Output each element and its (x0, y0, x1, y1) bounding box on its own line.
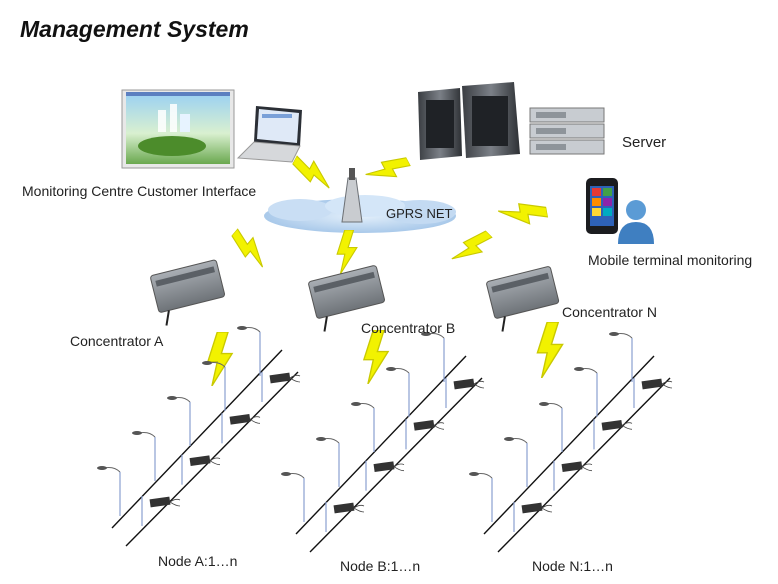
wireless-signal-icon (448, 224, 496, 272)
wireless-signal-icon (288, 152, 338, 192)
node-controller-icon (633, 378, 673, 408)
node-controller-icon (365, 460, 405, 491)
street-light-icon (469, 472, 493, 522)
concentrator-n-label: Concentrator N (562, 304, 657, 320)
node-controller-icon (445, 378, 485, 408)
street-light-icon (386, 367, 410, 417)
network-label: GPRS NET (386, 206, 453, 221)
street-light-icon (97, 466, 121, 516)
page-title: Management System (20, 16, 249, 42)
street-light-icon (539, 402, 563, 452)
monitoring-screen-icon (121, 89, 235, 169)
street-light-icon (237, 326, 261, 376)
street-light-icon (574, 367, 598, 417)
mobile-monitoring-label: Mobile terminal monitoring (588, 252, 753, 268)
wireless-signal-icon (207, 332, 233, 386)
antenna-tower-icon (341, 168, 363, 223)
street-light-grid-b (281, 332, 485, 553)
wireless-signal-icon (363, 150, 413, 190)
street-light-icon (504, 437, 528, 487)
node-controller-icon (141, 496, 181, 526)
wireless-signal-icon (497, 198, 549, 230)
concentrator-b-label: Concentrator B (361, 320, 456, 336)
node-controller-icon (181, 454, 221, 485)
street-light-icon (609, 332, 633, 382)
smartphone-icon (586, 178, 618, 234)
street-light-grid-a (97, 326, 301, 547)
node-n-label: Node N:1…n (532, 558, 613, 574)
wireless-signal-icon (226, 225, 274, 271)
server-label: Server (622, 134, 667, 151)
node-controller-icon (405, 419, 445, 450)
monitoring-centre-label: Monitoring Centre Customer Interface (22, 183, 257, 199)
node-controller-icon (593, 419, 633, 450)
street-light-icon (316, 437, 340, 487)
person-icon (618, 200, 654, 244)
node-controller-icon (513, 502, 553, 532)
node-controller-icon (221, 413, 261, 444)
node-controller-icon (553, 460, 593, 491)
node-b-label: Node B:1…n (340, 558, 421, 574)
street-light-icon (421, 332, 445, 382)
street-light-icon (167, 396, 191, 446)
concentrator-device-icon (308, 265, 385, 332)
wireless-signal-icon (363, 330, 389, 384)
wireless-signal-icon (336, 230, 358, 274)
concentrator-device-icon (150, 259, 226, 326)
street-light-icon (132, 431, 156, 481)
street-light-grid-n (469, 332, 673, 553)
wireless-signal-icon (536, 322, 564, 378)
node-controller-icon (325, 502, 365, 532)
concentrator-device-icon (486, 266, 560, 332)
node-controller-icon (261, 372, 301, 402)
concentrator-a-label: Concentrator A (70, 333, 164, 349)
street-light-icon (281, 472, 305, 522)
laptop-icon (236, 106, 302, 163)
street-light-icon (202, 361, 226, 411)
node-a-label: Node A:1…n (158, 553, 238, 569)
server-rack-icon (418, 82, 605, 160)
street-light-icon (351, 402, 375, 452)
